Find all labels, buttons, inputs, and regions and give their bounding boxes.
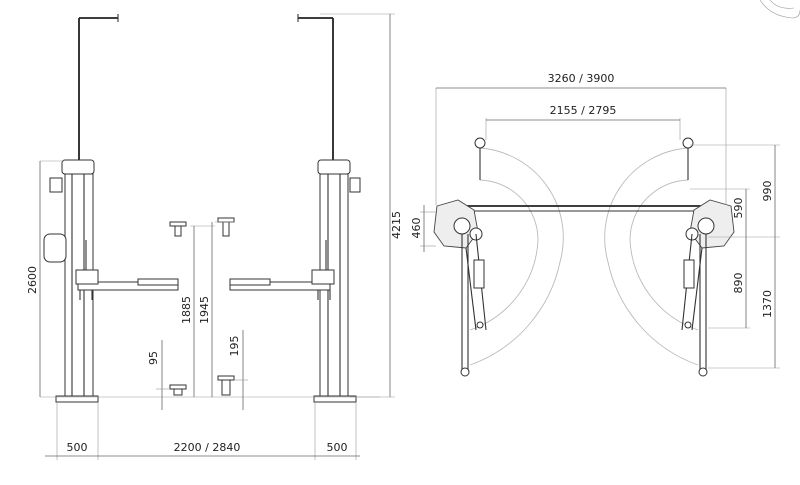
dim-column-height: 2600 [26, 266, 39, 294]
dim-arm-long-rear: 1370 [761, 290, 774, 318]
top-cross-beam [462, 205, 706, 212]
dim-pad-min-95: 95 [147, 351, 160, 365]
corner-logo-mark [759, 0, 800, 19]
dim-span-between: 2200 / 2840 [174, 441, 241, 454]
raised-pad-left [169, 221, 187, 237]
dim-post-depth: 460 [410, 218, 423, 239]
left-lift-arm [75, 240, 179, 300]
lowered-pad-right [217, 375, 235, 396]
arm-sweep-arcs [469, 147, 699, 366]
dim-arm-height-1885: 1885 [180, 296, 193, 324]
top-view: 3260 / 3900 2155 / 2795 460 590 990 890 … [410, 72, 780, 377]
lowered-pad-left [169, 384, 187, 396]
dim-arm-short-front: 590 [732, 198, 745, 219]
dim-arm-long-front: 890 [732, 273, 745, 294]
dim-inner-width: 2155 / 2795 [550, 104, 617, 117]
dim-overall-height: 4215 [390, 211, 403, 239]
dim-arm-short-rear: 990 [761, 181, 774, 202]
raised-pad-right [217, 217, 235, 237]
top-right-post [681, 137, 735, 377]
front-view: 4215 2600 1885 1945 95 195 500 2200 / 28… [26, 13, 403, 460]
dim-arm-height-1945: 1945 [198, 296, 211, 324]
top-left-post [433, 137, 487, 377]
dim-pad-min-195: 195 [228, 336, 241, 357]
dim-post-width-left: 500 [67, 441, 88, 454]
dim-outer-width: 3260 / 3900 [548, 72, 615, 85]
right-lift-arm [229, 240, 335, 300]
dim-post-width-right: 500 [327, 441, 348, 454]
overhead-beam [78, 14, 334, 160]
